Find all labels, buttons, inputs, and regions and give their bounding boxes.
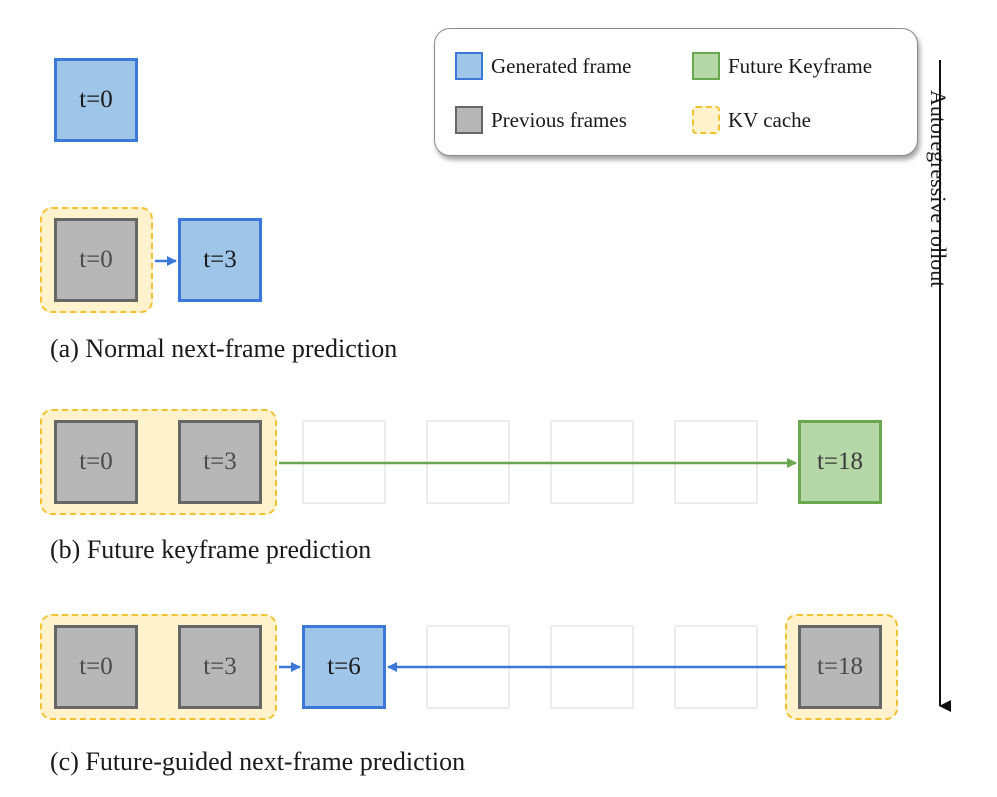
frame-label: t=0 xyxy=(79,448,113,475)
legend-generated-label: Generated frame xyxy=(491,53,632,78)
row-b-caption: (b) Future keyframe prediction xyxy=(50,535,372,564)
legend-previous-label: Previous frames xyxy=(491,107,627,132)
row-b-previous-frame-1: t=0 xyxy=(54,420,138,504)
row-c-generated-frame: t=6 xyxy=(302,625,386,709)
row-a-previous-frame: t=0 xyxy=(54,218,138,302)
row-a-caption: (a) Normal next-frame prediction xyxy=(50,334,398,363)
row-c-caption: (c) Future-guided next-frame prediction xyxy=(50,747,466,776)
legend-keyframe: Future Keyframe xyxy=(692,52,872,80)
frame-label: t=3 xyxy=(203,448,237,475)
future-keyframe-swatch xyxy=(692,52,720,80)
row-a-generated-frame: t=3 xyxy=(178,218,262,302)
frame-label: t=18 xyxy=(816,653,864,680)
legend-previous: Previous frames xyxy=(455,106,627,134)
previous-frames-swatch xyxy=(455,106,483,134)
generated-frame-swatch xyxy=(455,52,483,80)
legend-kv-label: KV cache xyxy=(728,107,811,132)
legend-keyframe-label: Future Keyframe xyxy=(728,53,873,78)
frame-label: t=3 xyxy=(203,246,237,273)
frame-label: t=0 xyxy=(79,653,113,680)
legend-generated: Generated frame xyxy=(455,52,632,80)
legend-kv: KV cache xyxy=(692,106,811,134)
legend-box: Generated frame Future Keyframe Previous… xyxy=(434,28,918,156)
frame-label: t=3 xyxy=(203,653,237,680)
row-c-previous-frame-2: t=3 xyxy=(178,625,262,709)
row-b-future-keyframe: t=18 xyxy=(798,420,882,504)
kv-cache-swatch xyxy=(692,106,720,134)
row-c-keyframe-previous: t=18 xyxy=(798,625,882,709)
frame-label: t=6 xyxy=(327,653,361,680)
frame-label: t=0 xyxy=(79,86,113,113)
top-generated-frame: t=0 xyxy=(54,58,138,142)
row-b-previous-frame-2: t=3 xyxy=(178,420,262,504)
row-c-previous-frame-1: t=0 xyxy=(54,625,138,709)
frame-label: t=18 xyxy=(816,448,864,475)
frame-label: t=0 xyxy=(79,246,113,273)
